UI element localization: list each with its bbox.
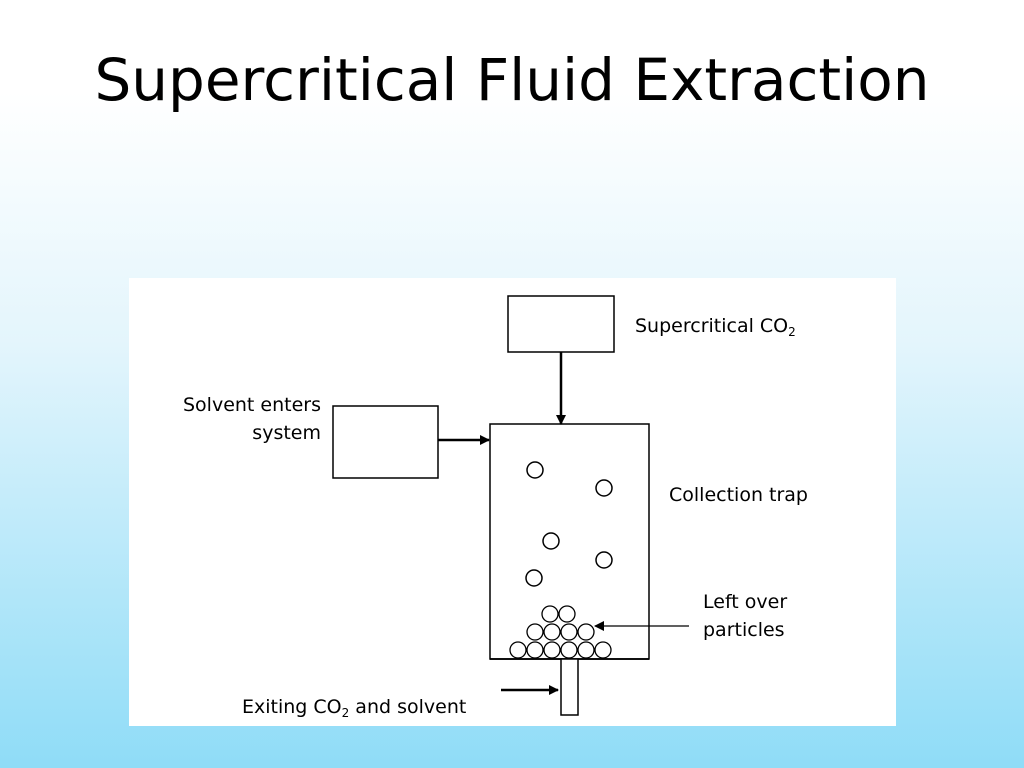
particle: [543, 641, 561, 659]
label-collection-trap: Collection trap: [669, 484, 808, 506]
particle: [525, 569, 543, 587]
particle: [509, 641, 527, 659]
particle: [542, 532, 560, 550]
floating-particles: [525, 461, 613, 587]
particle: [543, 623, 561, 641]
leftover-particle-pile: [509, 605, 612, 659]
label-leftover-line2: particles: [703, 619, 785, 641]
label-solvent-enters-system: Solvent enters system: [129, 391, 321, 447]
label-leftover-line1: Left over: [703, 591, 788, 613]
particle: [577, 623, 595, 641]
particle: [526, 641, 544, 659]
particle: [560, 641, 578, 659]
particle: [595, 551, 613, 569]
particle: [526, 623, 544, 641]
particle: [541, 605, 559, 623]
solvent-box: [332, 405, 439, 479]
label-supercritical-co2: Supercritical CO2: [635, 315, 796, 339]
co2-source-box: [507, 295, 615, 353]
particle: [595, 479, 613, 497]
label-solvent-line2: system: [252, 422, 321, 444]
exit-pipe: [560, 658, 579, 716]
label-solvent-line1: Solvent enters: [182, 394, 321, 416]
slide-title: Supercritical Fluid Extraction: [94, 46, 930, 114]
label-exiting-co2-solvent: Exiting CO2 and solvent: [242, 696, 467, 720]
extraction-diagram: [332, 295, 689, 716]
particle: [577, 641, 595, 659]
label-left-over-particles: Left over particles: [703, 588, 787, 644]
particle: [526, 461, 544, 479]
particle: [558, 605, 576, 623]
particle: [560, 623, 578, 641]
diagram-panel: Supercritical CO2 Solvent enters system …: [129, 278, 896, 726]
particle: [594, 641, 612, 659]
